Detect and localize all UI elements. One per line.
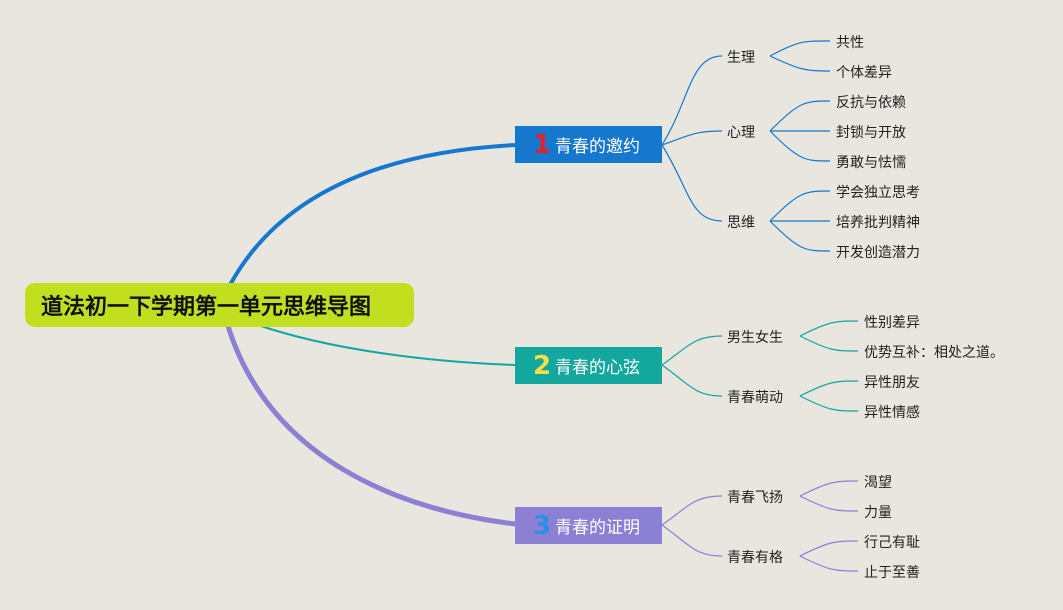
branch-topic-1[interactable]: 1 青春的邀约 — [515, 126, 662, 163]
subtopic-psychology[interactable]: 心理 — [727, 125, 755, 141]
leaf-topic[interactable]: 异性情感 — [864, 405, 920, 421]
leaf-topic[interactable]: 渴望 — [864, 475, 892, 491]
subtopic-youth-flying[interactable]: 青春飞扬 — [727, 490, 783, 506]
link-b1-sub-2 — [661, 130, 723, 146]
link-b2-s2-l2 — [799, 395, 859, 412]
link-b3-sub-1 — [661, 495, 723, 526]
leaf-topic[interactable]: 培养批判精神 — [836, 215, 920, 231]
leaf-topic[interactable]: 性别差异 — [864, 315, 920, 331]
link-b3-s2-l2 — [799, 555, 859, 572]
link-b1-s2-l3 — [769, 130, 831, 162]
leaf-topic[interactable]: 行己有耻 — [864, 535, 920, 551]
link-b3-s2-l1 — [799, 540, 859, 557]
link-b1-sub-1 — [661, 55, 723, 146]
link-root-branch-1 — [228, 143, 516, 286]
link-b1-s3-l1 — [769, 190, 831, 222]
leaf-topic[interactable]: 个体差异 — [836, 65, 892, 81]
leaf-topic[interactable]: 开发创造潜力 — [836, 245, 920, 261]
subtopic-physiology[interactable]: 生理 — [727, 50, 755, 66]
subtopic-youth-standards[interactable]: 青春有格 — [727, 550, 783, 566]
leaf-topic[interactable]: 共性 — [836, 35, 864, 51]
branch-number: 2 — [533, 350, 552, 381]
subtopic-boys-girls[interactable]: 男生女生 — [727, 330, 783, 346]
root-topic[interactable]: 道法初一下学期第一单元思维导图 — [25, 283, 414, 327]
link-b2-s2-l1 — [799, 380, 859, 397]
link-b3-sub-2 — [661, 524, 723, 557]
link-root-branch-3 — [225, 325, 516, 527]
link-b2-sub-1 — [661, 335, 723, 366]
link-b2-s1-l2 — [799, 335, 859, 352]
link-b3-s1-l2 — [799, 495, 859, 512]
link-b1-s3-l3 — [769, 220, 831, 252]
leaf-topic[interactable]: 异性朋友 — [864, 375, 920, 391]
leaf-topic[interactable]: 反抗与依赖 — [836, 95, 906, 111]
leaf-topic[interactable]: 学会独立思考 — [836, 185, 920, 201]
branch-label: 青春的邀约 — [555, 137, 640, 157]
link-b1-s1-l2 — [769, 55, 831, 72]
branch-topic-3[interactable]: 3 青春的证明 — [515, 507, 662, 544]
link-b3-s1-l1 — [799, 480, 859, 497]
branch-number: 1 — [533, 129, 552, 160]
leaf-topic[interactable]: 止于至善 — [864, 565, 920, 581]
subtopic-thinking[interactable]: 思维 — [727, 215, 755, 231]
link-b1-sub-3 — [661, 144, 723, 222]
branch-topic-2[interactable]: 2 青春的心弦 — [515, 347, 662, 384]
root-title: 道法初一下学期第一单元思维导图 — [41, 295, 372, 320]
branch-label: 青春的证明 — [555, 518, 640, 538]
leaf-topic[interactable]: 勇敢与怯懦 — [836, 155, 906, 171]
link-b1-s1-l1 — [769, 40, 831, 57]
leaf-topic[interactable]: 力量 — [864, 505, 892, 521]
link-b2-sub-2 — [661, 364, 723, 397]
branch-number: 3 — [533, 510, 552, 541]
branch-label: 青春的心弦 — [555, 358, 640, 378]
link-b2-s1-l1 — [799, 320, 859, 337]
link-root-branch-2 — [254, 323, 516, 366]
leaf-topic[interactable]: 优势互补：相处之道。 — [864, 345, 1004, 361]
subtopic-youth-feelings[interactable]: 青春萌动 — [727, 390, 783, 406]
leaf-topic[interactable]: 封锁与开放 — [836, 125, 906, 141]
link-b1-s2-l1 — [769, 100, 831, 132]
